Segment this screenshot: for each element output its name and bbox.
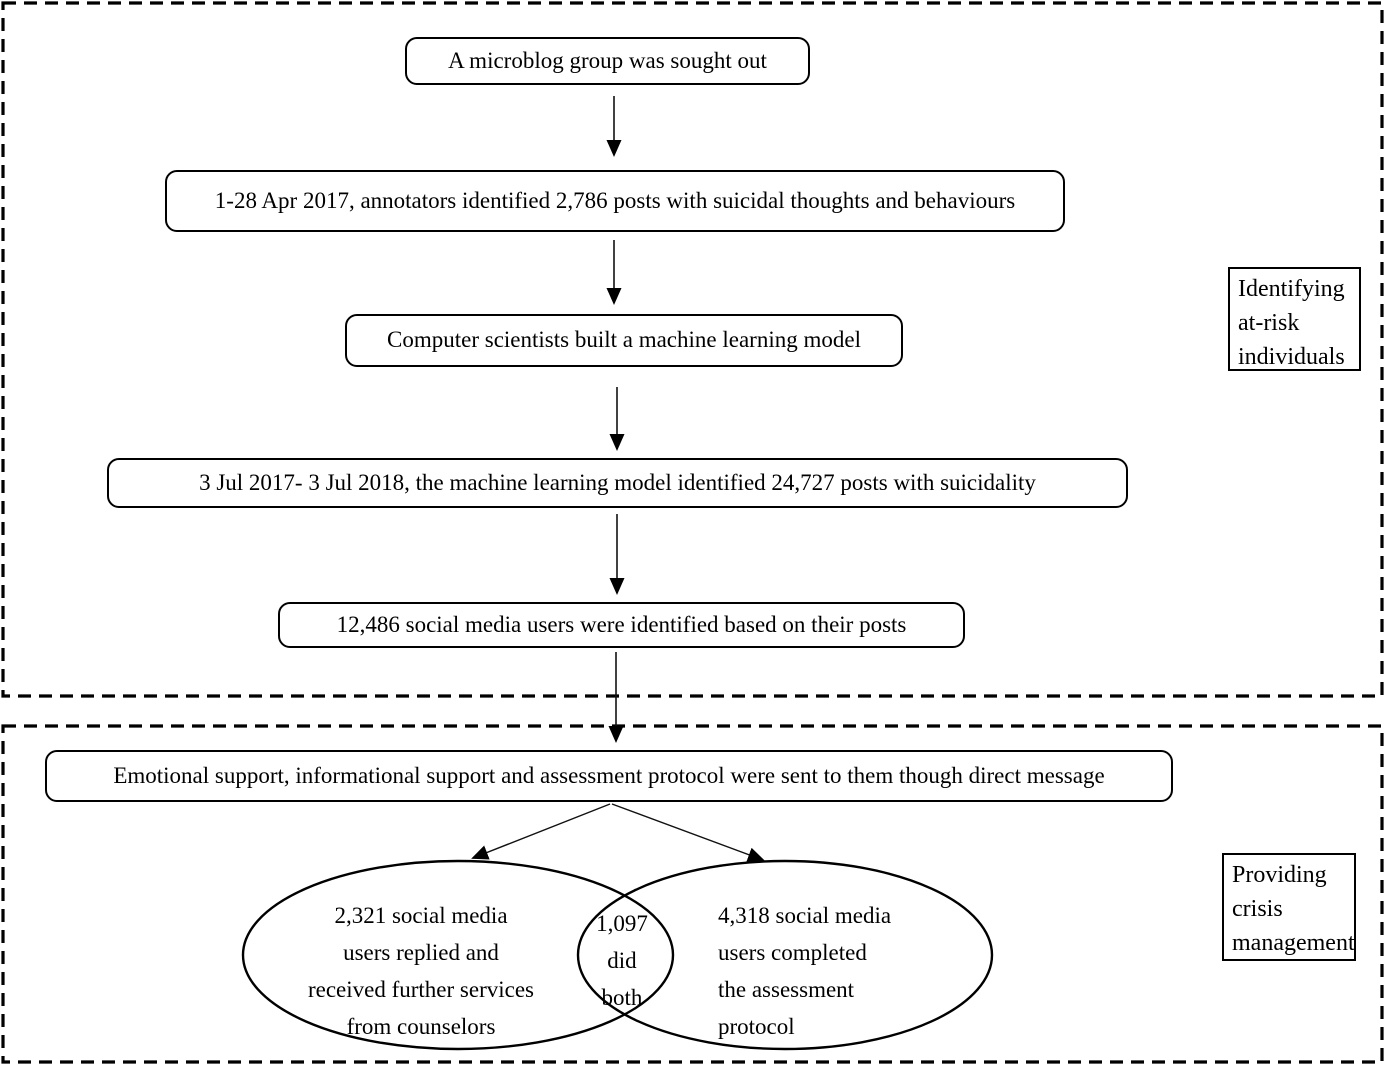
section-frame-crisis (1, 724, 1384, 1064)
flow-step-microblog-group: A microblog group was sought out (405, 37, 810, 85)
side-label-identifying-at-risk: Identifying at-risk individuals (1228, 267, 1361, 371)
flow-step-ml-model-built: Computer scientists built a machine lear… (345, 314, 903, 367)
venn-intersection-text: 1,097 did both (596, 911, 648, 1010)
flow-step-users-identified: 12,486 social media users were identifie… (278, 602, 965, 648)
side-label-providing-crisis: Providing crisis management (1222, 853, 1356, 961)
section-frame-identifying (1, 1, 1384, 698)
flow-step-annotators-identified: 1-28 Apr 2017, annotators identified 2,7… (165, 170, 1065, 232)
venn-left-ellipse (241, 859, 675, 1051)
venn-right-text: 4,318 social media users completed the a… (718, 903, 892, 1039)
venn-left-text: 2,321 social media users replied and rec… (307, 903, 535, 1039)
flow-step-support-sent: Emotional support, informational support… (45, 750, 1173, 802)
arrow-branch-right-icon (611, 803, 765, 862)
venn-right-ellipse (576, 859, 994, 1051)
arrow-branch-left-icon (471, 803, 611, 860)
flow-step-ml-model-identified: 3 Jul 2017- 3 Jul 2018, the machine lear… (107, 458, 1128, 508)
